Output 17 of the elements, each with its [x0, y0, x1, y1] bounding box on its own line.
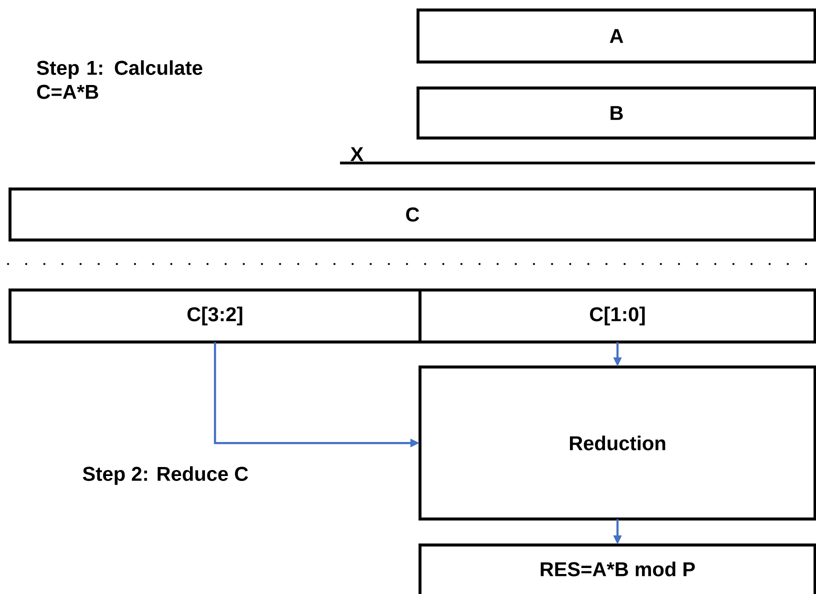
process-box — [416, 86, 816, 140]
process-box — [416, 8, 816, 64]
step-label: Step 1: Calculate C=A*B — [36, 60, 202, 99]
box-label: RES=A*B mod P — [540, 562, 695, 576]
box-label: C — [406, 207, 420, 222]
process-box — [8, 288, 422, 344]
process-box — [418, 366, 816, 520]
box-label: Reduction — [570, 436, 666, 450]
box-label: A — [610, 29, 624, 43]
process-box — [418, 544, 816, 594]
box-label: C[1:0] — [590, 306, 645, 326]
process-box — [418, 288, 816, 344]
step-label: X — [350, 147, 364, 162]
process-box — [8, 188, 816, 242]
step-label: Step 2: Reduce C — [82, 466, 248, 485]
box-label: B — [610, 106, 623, 120]
box-label: C[3:2] — [188, 306, 242, 326]
